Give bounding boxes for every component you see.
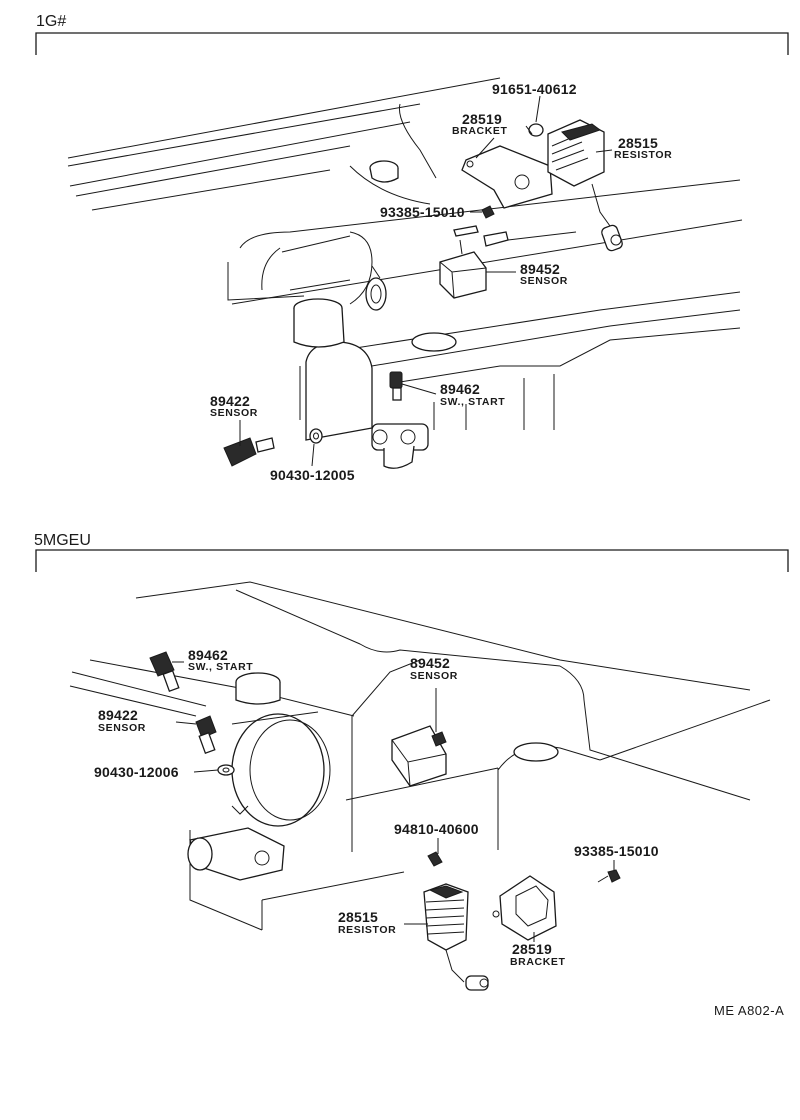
part-number: 89462 <box>188 647 228 663</box>
part-number: 89452 <box>410 655 450 671</box>
part-name: SW., START <box>440 396 506 408</box>
part-name: SW., START <box>188 661 254 673</box>
section-code: 1G# <box>36 13 67 30</box>
leaders-1 <box>239 95 613 467</box>
parts-2 <box>149 651 621 991</box>
bolt-94810 <box>427 851 443 867</box>
part-name: SENSOR <box>520 275 568 287</box>
part-name: BRACKET <box>452 125 508 137</box>
sensor-89452-b <box>391 725 447 787</box>
part-number: 91651-40612 <box>492 81 577 97</box>
part-number: 89452 <box>520 261 560 277</box>
part-name: RESISTOR <box>338 924 397 936</box>
part-number: 28519 <box>462 111 502 127</box>
resistor-28515-b <box>423 883 489 991</box>
gasket-90430-12006 <box>217 764 235 776</box>
switch-89462-b <box>149 651 180 693</box>
screw-93385-b <box>607 869 621 883</box>
leaders-2 <box>172 661 615 942</box>
engine-outline-1 <box>67 77 743 441</box>
part-number: 89462 <box>440 381 480 397</box>
sensor-89422 <box>223 437 275 467</box>
part-number: 89422 <box>210 393 250 409</box>
sensor-89422-b <box>195 715 217 755</box>
part-name: BRACKET <box>510 956 566 968</box>
thermo-valve-1 <box>371 423 429 469</box>
engine-outline-2 <box>69 581 771 931</box>
parts-1 <box>223 119 623 469</box>
section-code: 5MGEU <box>34 532 91 549</box>
section-2-frame <box>35 549 789 572</box>
resistor-28515 <box>547 119 623 252</box>
bracket-28519 <box>461 145 553 209</box>
part-number: 28515 <box>338 909 378 925</box>
part-name: RESISTOR <box>614 149 673 161</box>
sensor-89452 <box>439 239 487 299</box>
part-number: 93385-15010 <box>380 204 465 220</box>
thermo-valve-2 <box>187 805 285 881</box>
part-name: SENSOR <box>410 670 458 682</box>
bracket-28519-b <box>492 875 557 941</box>
part-name: SENSOR <box>210 407 258 419</box>
switch-89462 <box>389 371 403 401</box>
section-1-frame <box>35 32 789 55</box>
gasket-90430-12005 <box>309 428 323 444</box>
part-number: 90430-12005 <box>270 467 355 483</box>
screw-93385 <box>481 205 495 219</box>
part-number: 90430-12006 <box>94 764 179 780</box>
part-number: 93385-15010 <box>574 843 659 859</box>
vsv-pipe <box>453 225 577 247</box>
bolt-91651 <box>528 123 544 137</box>
part-name: SENSOR <box>98 722 146 734</box>
part-number: 28515 <box>618 135 658 151</box>
part-number: 94810-40600 <box>394 821 479 837</box>
drawing-code: ME A802-A <box>714 1003 785 1018</box>
part-number: 89422 <box>98 707 138 723</box>
throttle-body-2 <box>231 713 325 827</box>
part-number: 28519 <box>512 941 552 957</box>
